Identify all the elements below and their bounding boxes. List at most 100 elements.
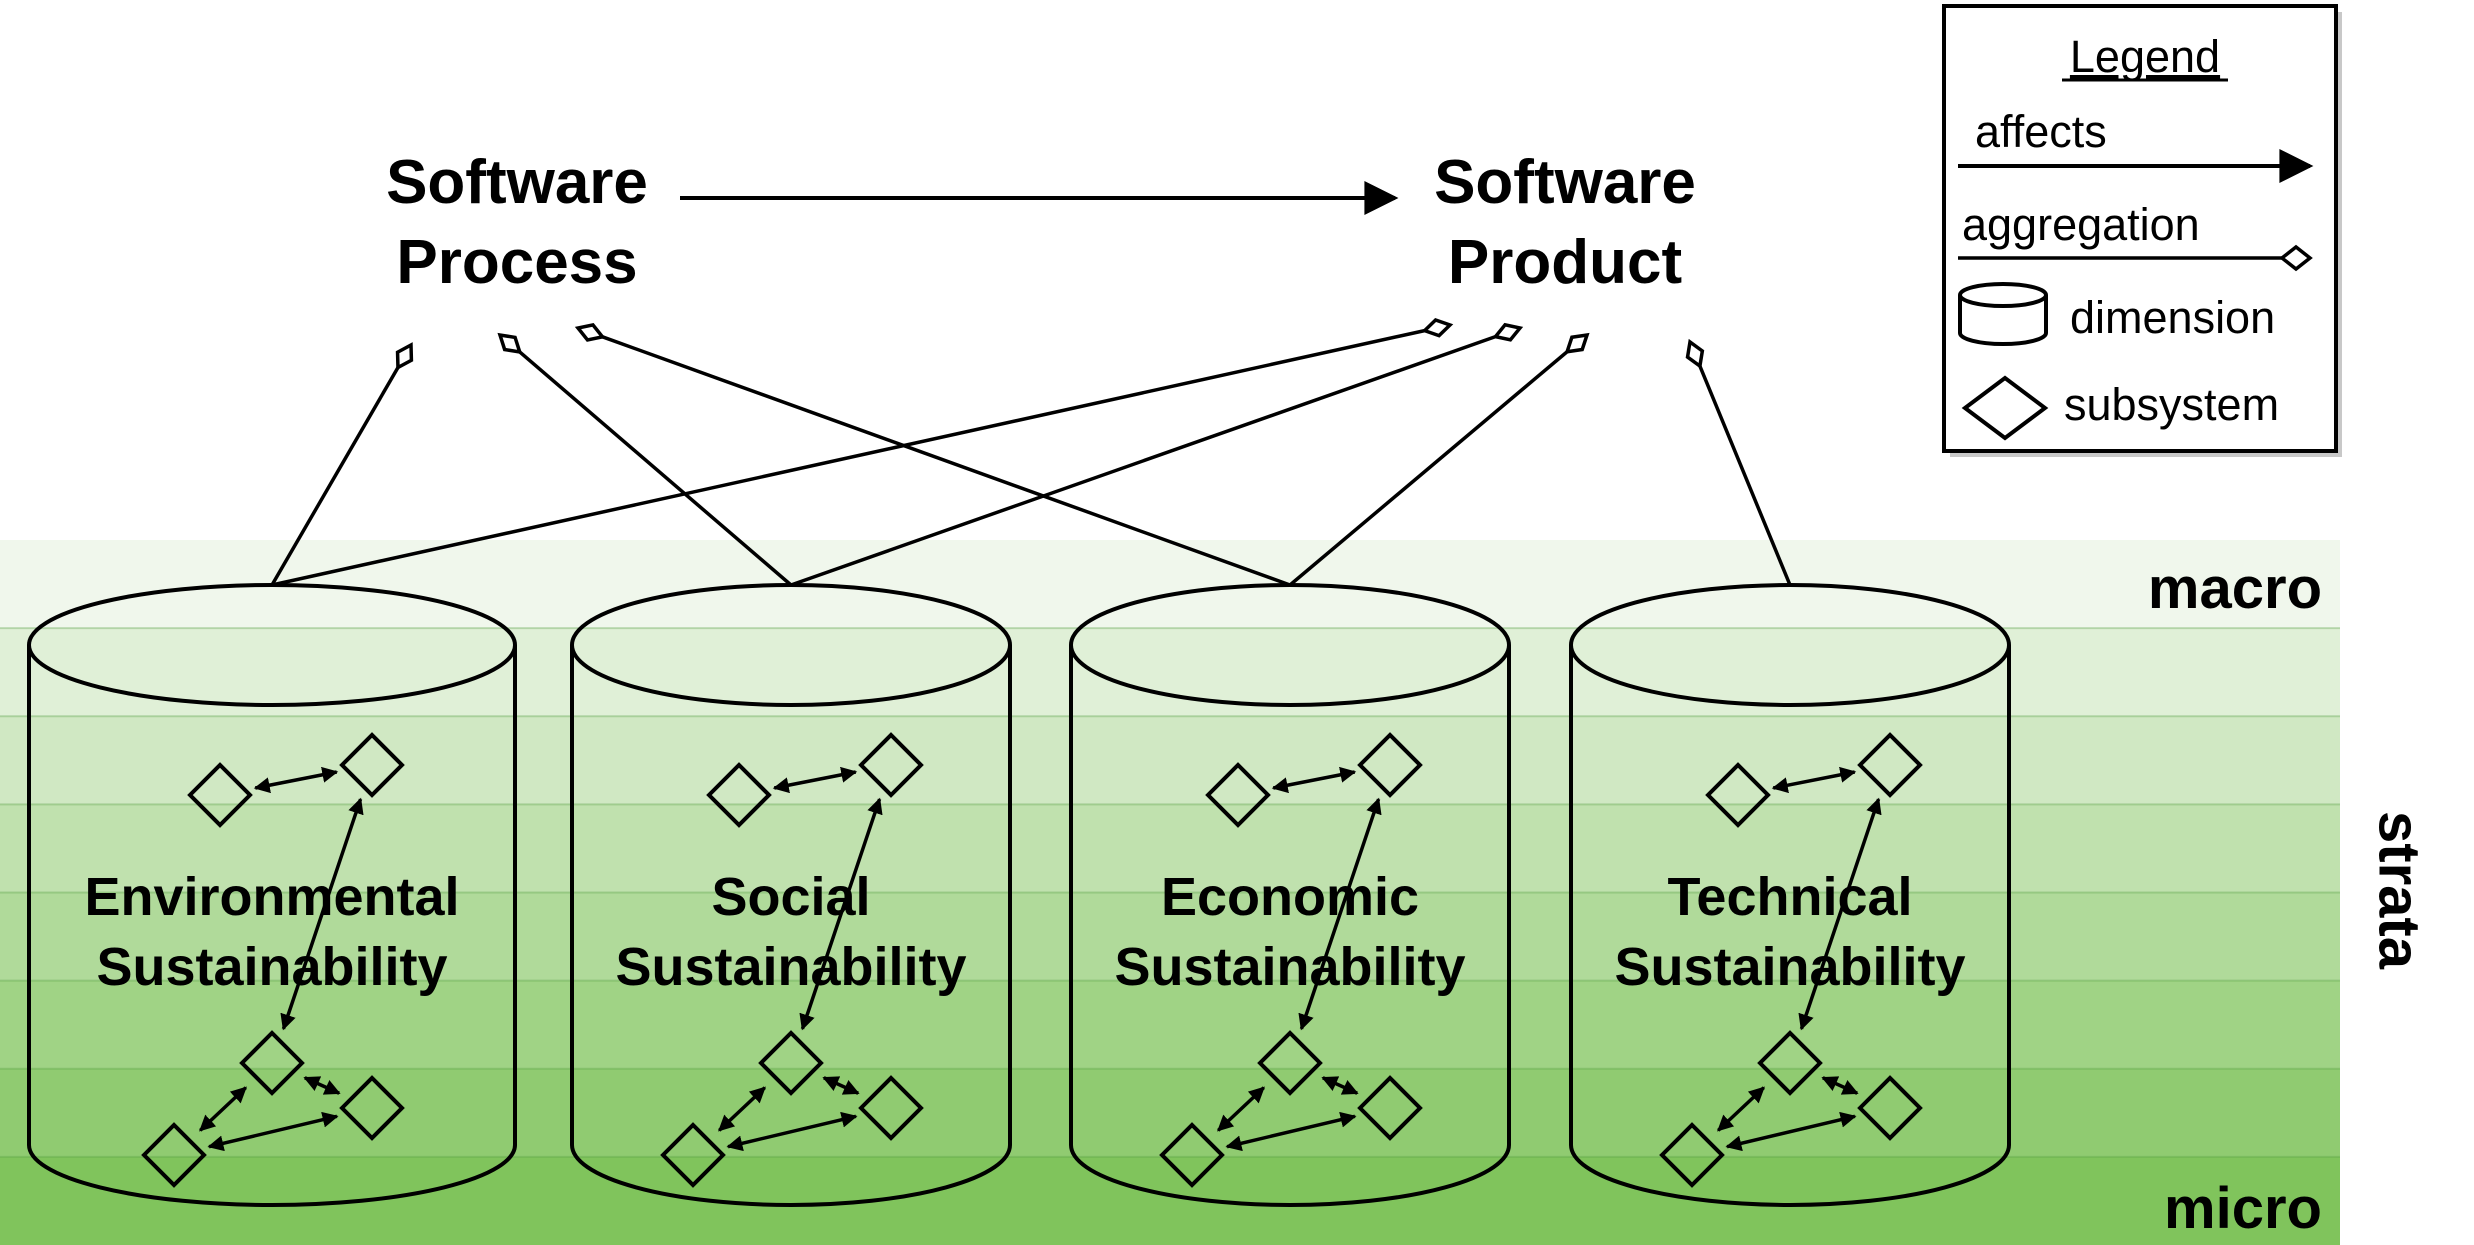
subsystem-diamond-icon: [1357, 1075, 1423, 1141]
aggregation-diamond-icon: [1492, 322, 1524, 342]
aggregation-line: [1288, 350, 1569, 587]
cylinder-body: [570, 645, 1012, 1207]
strata-axis-label: strata: [2367, 811, 2432, 970]
subsystem-diamond-icon: [706, 762, 772, 828]
dimension-label-line2: Sustainability: [1114, 937, 1465, 997]
software-product-line2: Product: [1448, 228, 1682, 297]
subsystem-diamond-icon: [1159, 1122, 1225, 1188]
dimension-label-line1: Environmental: [84, 867, 459, 927]
strata-band: [0, 980, 2340, 1070]
strata-band: [0, 1156, 2340, 1245]
subsystem-link: [799, 797, 883, 1031]
legend-title: Legend: [2070, 31, 2220, 82]
cylinder-top: [570, 583, 1012, 707]
subsystem-link: [726, 1111, 858, 1152]
dimension-label-line2: Sustainability: [1614, 937, 1965, 997]
legend-dimension-label: dimension: [2070, 292, 2275, 343]
legend-aggregation-label: aggregation: [1962, 199, 2200, 250]
subsystem-diamond-icon: [1257, 1030, 1323, 1096]
subsystem-diamond-icon: [1659, 1122, 1725, 1188]
cylinder-top: [27, 583, 517, 707]
subsystem-diamond-icon: [1857, 732, 1923, 798]
aggregation-line: [270, 366, 400, 586]
subsystem-diamond-icon: [239, 1030, 305, 1096]
aggregation-diamond-icon: [395, 342, 414, 371]
aggregation-line: [601, 335, 1291, 587]
software-process-line2: Process: [396, 228, 637, 297]
subsystem-link: [1321, 1076, 1359, 1095]
subsystem-link: [1821, 1076, 1859, 1095]
strata-macro-label: macro: [2148, 556, 2322, 621]
aggregation-line: [790, 334, 1497, 587]
dimension-label-line1: Economic: [1161, 867, 1419, 927]
strata-micro-label: micro: [2164, 1176, 2322, 1241]
subsystem-diamond-icon: [660, 1122, 726, 1188]
subsystem-link: [1298, 797, 1382, 1031]
aggregation-line: [1698, 365, 1792, 586]
subsystem-link: [1725, 1111, 1857, 1152]
subsystem-link: [1771, 766, 1857, 794]
cylinder-top: [1569, 583, 2011, 707]
subsystem-link: [1271, 766, 1357, 794]
subsystem-link: [1225, 1111, 1357, 1152]
subsystem-diamond-icon: [758, 1030, 824, 1096]
software-product-label: Software Product: [1434, 148, 1696, 297]
subsystem-link: [772, 766, 858, 794]
legend-subsystem-diamond-icon: [1961, 375, 2049, 441]
legend-subsystem-label: subsystem: [2064, 379, 2279, 430]
subsystem-link: [1798, 797, 1882, 1031]
subsystem-diamond-icon: [339, 732, 405, 798]
strata-band: [0, 1068, 2340, 1158]
subsystem-diamond-icon: [187, 762, 253, 828]
subsystem-diamond-icon: [1357, 732, 1423, 798]
subsystem-diamond-icon: [1857, 1075, 1923, 1141]
dimension-label-line1: Technical: [1667, 867, 1912, 927]
subsystem-diamond-icon: [1705, 762, 1771, 828]
strata-band: [0, 628, 2340, 718]
aggregation-diamond-icon: [1685, 338, 1705, 370]
strata-band: [0, 716, 2340, 806]
subsystem-diamond-icon: [1757, 1030, 1823, 1096]
subsystem-link: [822, 1076, 860, 1095]
aggregation-diamond-icon: [497, 332, 523, 355]
subsystem-link: [207, 1111, 339, 1152]
subsystem-link: [303, 1076, 341, 1095]
strata-band: [0, 892, 2340, 982]
aggregation-diamond-icon: [1421, 317, 1454, 338]
cylinder-top: [1069, 583, 1511, 707]
software-product-line1: Software: [1434, 148, 1696, 217]
dimension-label-line2: Sustainability: [615, 937, 966, 997]
legend: Legend affects aggregation dimension sub…: [1942, 4, 2342, 457]
cylinder-body: [1069, 645, 1511, 1207]
strata-band: [0, 540, 2340, 630]
aggregation-diamond-icon: [1564, 332, 1590, 354]
subsystem-diamond-icon: [858, 1075, 924, 1141]
strata-bands: [0, 540, 2340, 1245]
subsystem-link: [253, 766, 339, 794]
dimension-cylinders: EnvironmentalSustainabilitySocialSustain…: [27, 583, 2011, 1207]
subsystem-diamond-icon: [141, 1122, 207, 1188]
aggregation-links: [270, 317, 1792, 587]
aggregation-diamond-icon: [574, 322, 606, 342]
subsystem-diamond-icon: [339, 1075, 405, 1141]
dimension-label-line1: Social: [711, 867, 870, 927]
subsystem-diamond-icon: [858, 732, 924, 798]
cylinder-body: [27, 645, 517, 1207]
software-process-line1: Software: [386, 148, 648, 217]
cylinder-body: [1569, 645, 2011, 1207]
software-process-label: Software Process: [386, 148, 648, 297]
subsystem-diamond-icon: [1205, 762, 1271, 828]
legend-dimension-cylinder-icon: [1958, 282, 2048, 346]
dimension-label-line2: Sustainability: [96, 937, 447, 997]
legend-affects-label: affects: [1975, 106, 2107, 157]
aggregation-line: [271, 328, 1425, 587]
strata-band: [0, 804, 2340, 894]
aggregation-line: [518, 350, 793, 587]
subsystem-link: [280, 797, 364, 1031]
legend-aggregation-diamond-icon: [2279, 244, 2313, 272]
